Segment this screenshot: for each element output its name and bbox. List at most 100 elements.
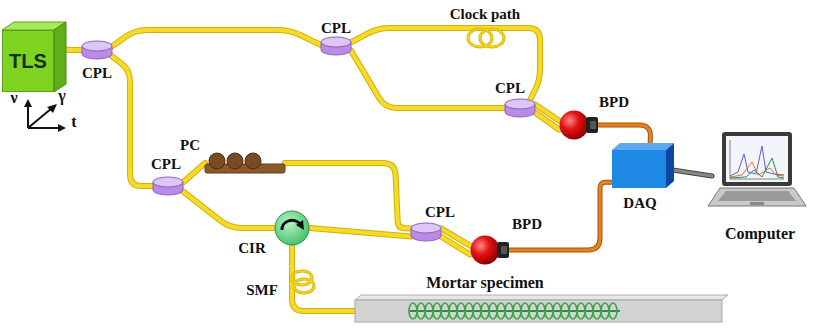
connector-stroke — [351, 28, 540, 99]
graphic-part — [441, 303, 449, 319]
graphic-part — [501, 246, 507, 254]
connector-stroke — [183, 163, 205, 182]
graphic-part — [417, 303, 425, 319]
part-label: CPL — [425, 204, 455, 221]
part-label: Computer — [725, 225, 795, 243]
connector-stroke — [183, 191, 274, 228]
graphic-part — [355, 300, 722, 322]
graphic-part — [411, 223, 441, 233]
graphic-part — [465, 303, 473, 319]
graphic-part — [28, 127, 60, 129]
connector-stroke — [441, 237, 470, 255]
connector-stroke — [112, 30, 321, 46]
graphic-part — [245, 153, 261, 169]
part-label: Mortar specimen — [426, 274, 543, 292]
graphic-part — [294, 279, 314, 293]
edge-label: Clock path — [448, 6, 522, 23]
connector-stroke — [510, 182, 612, 250]
connector-stroke — [535, 113, 559, 130]
graphic-part — [718, 191, 796, 201]
graphic-part — [274, 210, 310, 246]
graphic-part — [321, 37, 351, 55]
fiber-connector — [351, 51, 505, 109]
graphic-part — [468, 29, 504, 47]
graphic-part — [730, 179, 784, 180]
connector-stroke — [310, 228, 411, 237]
axis-label: ν — [10, 89, 17, 107]
graphic-part — [553, 303, 561, 319]
connector-stroke — [112, 56, 153, 186]
graphic-part — [601, 303, 609, 319]
signal-cable — [510, 182, 612, 250]
graphic-part — [586, 117, 598, 133]
connector-stroke — [112, 56, 153, 186]
graphic-part — [27, 104, 29, 128]
graphic-part — [433, 303, 441, 319]
graphic-part — [227, 153, 243, 169]
graphic-part — [275, 211, 309, 245]
connector-stroke — [112, 30, 321, 46]
graphic-part — [355, 300, 722, 322]
graphic-part — [593, 303, 601, 319]
graphic-part — [505, 99, 535, 109]
graphic-part — [481, 303, 489, 319]
graphic-part — [47, 104, 57, 113]
graphic-part — [513, 303, 521, 319]
graphic-part — [537, 303, 545, 319]
part-label: CPL — [321, 20, 351, 37]
graphic-part — [296, 220, 304, 230]
part-label: DAQ — [623, 195, 656, 212]
graphic-part — [457, 303, 465, 319]
graphic-part — [425, 303, 433, 319]
laser-source-box: TLS — [2, 30, 54, 92]
graphic-part — [505, 303, 513, 319]
graphic-part — [292, 271, 314, 293]
part-label: BPD — [512, 216, 542, 233]
connector-stroke — [183, 163, 205, 182]
fiber-connector — [183, 163, 205, 182]
graphic-part — [712, 132, 800, 212]
graphic-part — [153, 177, 183, 187]
graphic-part — [82, 41, 112, 51]
graphic-part — [294, 279, 314, 293]
part-label: CPL — [82, 65, 112, 82]
graphic-part — [569, 303, 577, 319]
graphic-part — [292, 271, 314, 293]
graphic-part — [321, 37, 351, 47]
connector-stroke — [351, 51, 505, 109]
fiber-connector — [441, 237, 470, 255]
fiber-connector — [292, 246, 355, 311]
graphic-part — [612, 150, 666, 188]
cpl-node: CPL — [411, 223, 441, 241]
graphic-part — [545, 303, 553, 319]
part-label: PC — [180, 137, 200, 154]
graphic-part — [561, 303, 569, 319]
graphic-part — [529, 303, 537, 319]
connector-stroke — [441, 237, 470, 255]
graphic-part — [585, 303, 593, 319]
graphic-part — [489, 303, 497, 319]
axis-label: γ — [58, 87, 65, 105]
graphic-part — [609, 303, 617, 319]
bpd-node: BPD — [559, 110, 599, 140]
graphic-part — [54, 22, 66, 92]
graphic-part — [355, 295, 728, 300]
axis-label: t — [71, 113, 76, 131]
fiber-connector — [183, 191, 274, 228]
part-label: BPD — [599, 94, 629, 111]
connector-stroke — [510, 182, 612, 250]
cpl-node: CPL — [82, 41, 112, 59]
bpd-node: BPD — [470, 235, 510, 265]
graphic-part — [480, 29, 504, 47]
graphic-part — [730, 140, 731, 179]
part-label: CPL — [495, 80, 525, 97]
graphic-part — [505, 99, 535, 117]
graphic-part — [24, 99, 32, 107]
graphic-part — [470, 235, 510, 265]
graphic-part — [612, 150, 666, 188]
graphic-part — [209, 153, 225, 169]
